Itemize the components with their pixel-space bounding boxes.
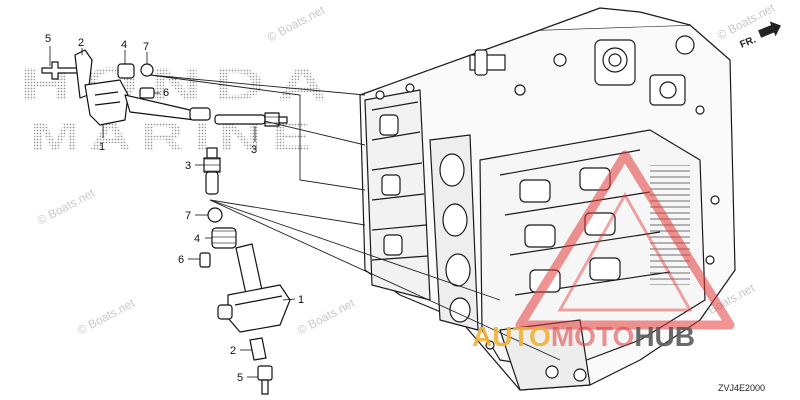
callout-4-top: 4	[121, 39, 127, 51]
seal-top-4	[117, 63, 135, 79]
diagram-code: ZVJ4E2000	[718, 383, 765, 393]
callout-5-low: 5	[237, 372, 243, 384]
callout-3-plug: 3	[251, 144, 257, 156]
coil-low-1	[227, 284, 291, 333]
callout-leaders	[49, 46, 296, 378]
callout-6-top: 6	[163, 87, 169, 99]
logo-text: AUTOMOTOHUB	[472, 321, 695, 352]
callout-1-low: 1	[298, 294, 304, 306]
plug-top-6	[139, 87, 155, 99]
seal-low-4	[211, 227, 237, 249]
engine-block-illustration	[359, 7, 736, 391]
spark-plug-left-3	[203, 147, 221, 195]
bracket-low-2	[249, 337, 267, 361]
callout-1-top: 1	[99, 141, 105, 153]
watermark-lower-left: © Boats.net	[75, 295, 138, 337]
brand-line-1: HONDA	[20, 58, 340, 110]
callout-6-low: 6	[178, 254, 184, 266]
automotohub-logo: AUTOMOTOHUB	[472, 150, 735, 352]
callout-4-low: 4	[194, 233, 200, 245]
callout-3-left: 3	[185, 160, 191, 172]
bolt-low-5	[257, 365, 273, 395]
cap-low-7	[207, 207, 223, 223]
spark-plug-top-3	[214, 112, 288, 127]
logo-part-moto: MOTO	[551, 321, 634, 352]
coil-top-1	[84, 79, 129, 126]
callout-7-low: 7	[185, 210, 191, 222]
callout-2-low: 2	[230, 345, 236, 357]
callout-7-top: 7	[143, 41, 149, 53]
leader-lines	[149, 74, 561, 361]
front-label: FR.	[738, 34, 757, 50]
callout-numbers: 5 2 4 7 6 1 3 3 7 4 6 1 2 5	[45, 33, 304, 384]
logo-part-auto: AUTO	[472, 321, 551, 352]
cap-top-7	[140, 63, 154, 77]
watermark-center: © Boats.net	[295, 295, 358, 337]
lower-coil-assembly	[199, 207, 291, 395]
warning-triangle-icon	[515, 150, 735, 330]
front-arrow-icon	[758, 21, 781, 38]
callout-5-top: 5	[45, 33, 51, 45]
top-coil-assembly	[41, 49, 288, 127]
logo-part-hub: HUB	[634, 321, 695, 352]
watermark-upper-mid: © Boats.net	[265, 2, 328, 44]
plug-low-6	[199, 252, 211, 268]
watermark-left: © Boats.net	[35, 185, 98, 227]
callout-2-top: 2	[78, 37, 84, 49]
